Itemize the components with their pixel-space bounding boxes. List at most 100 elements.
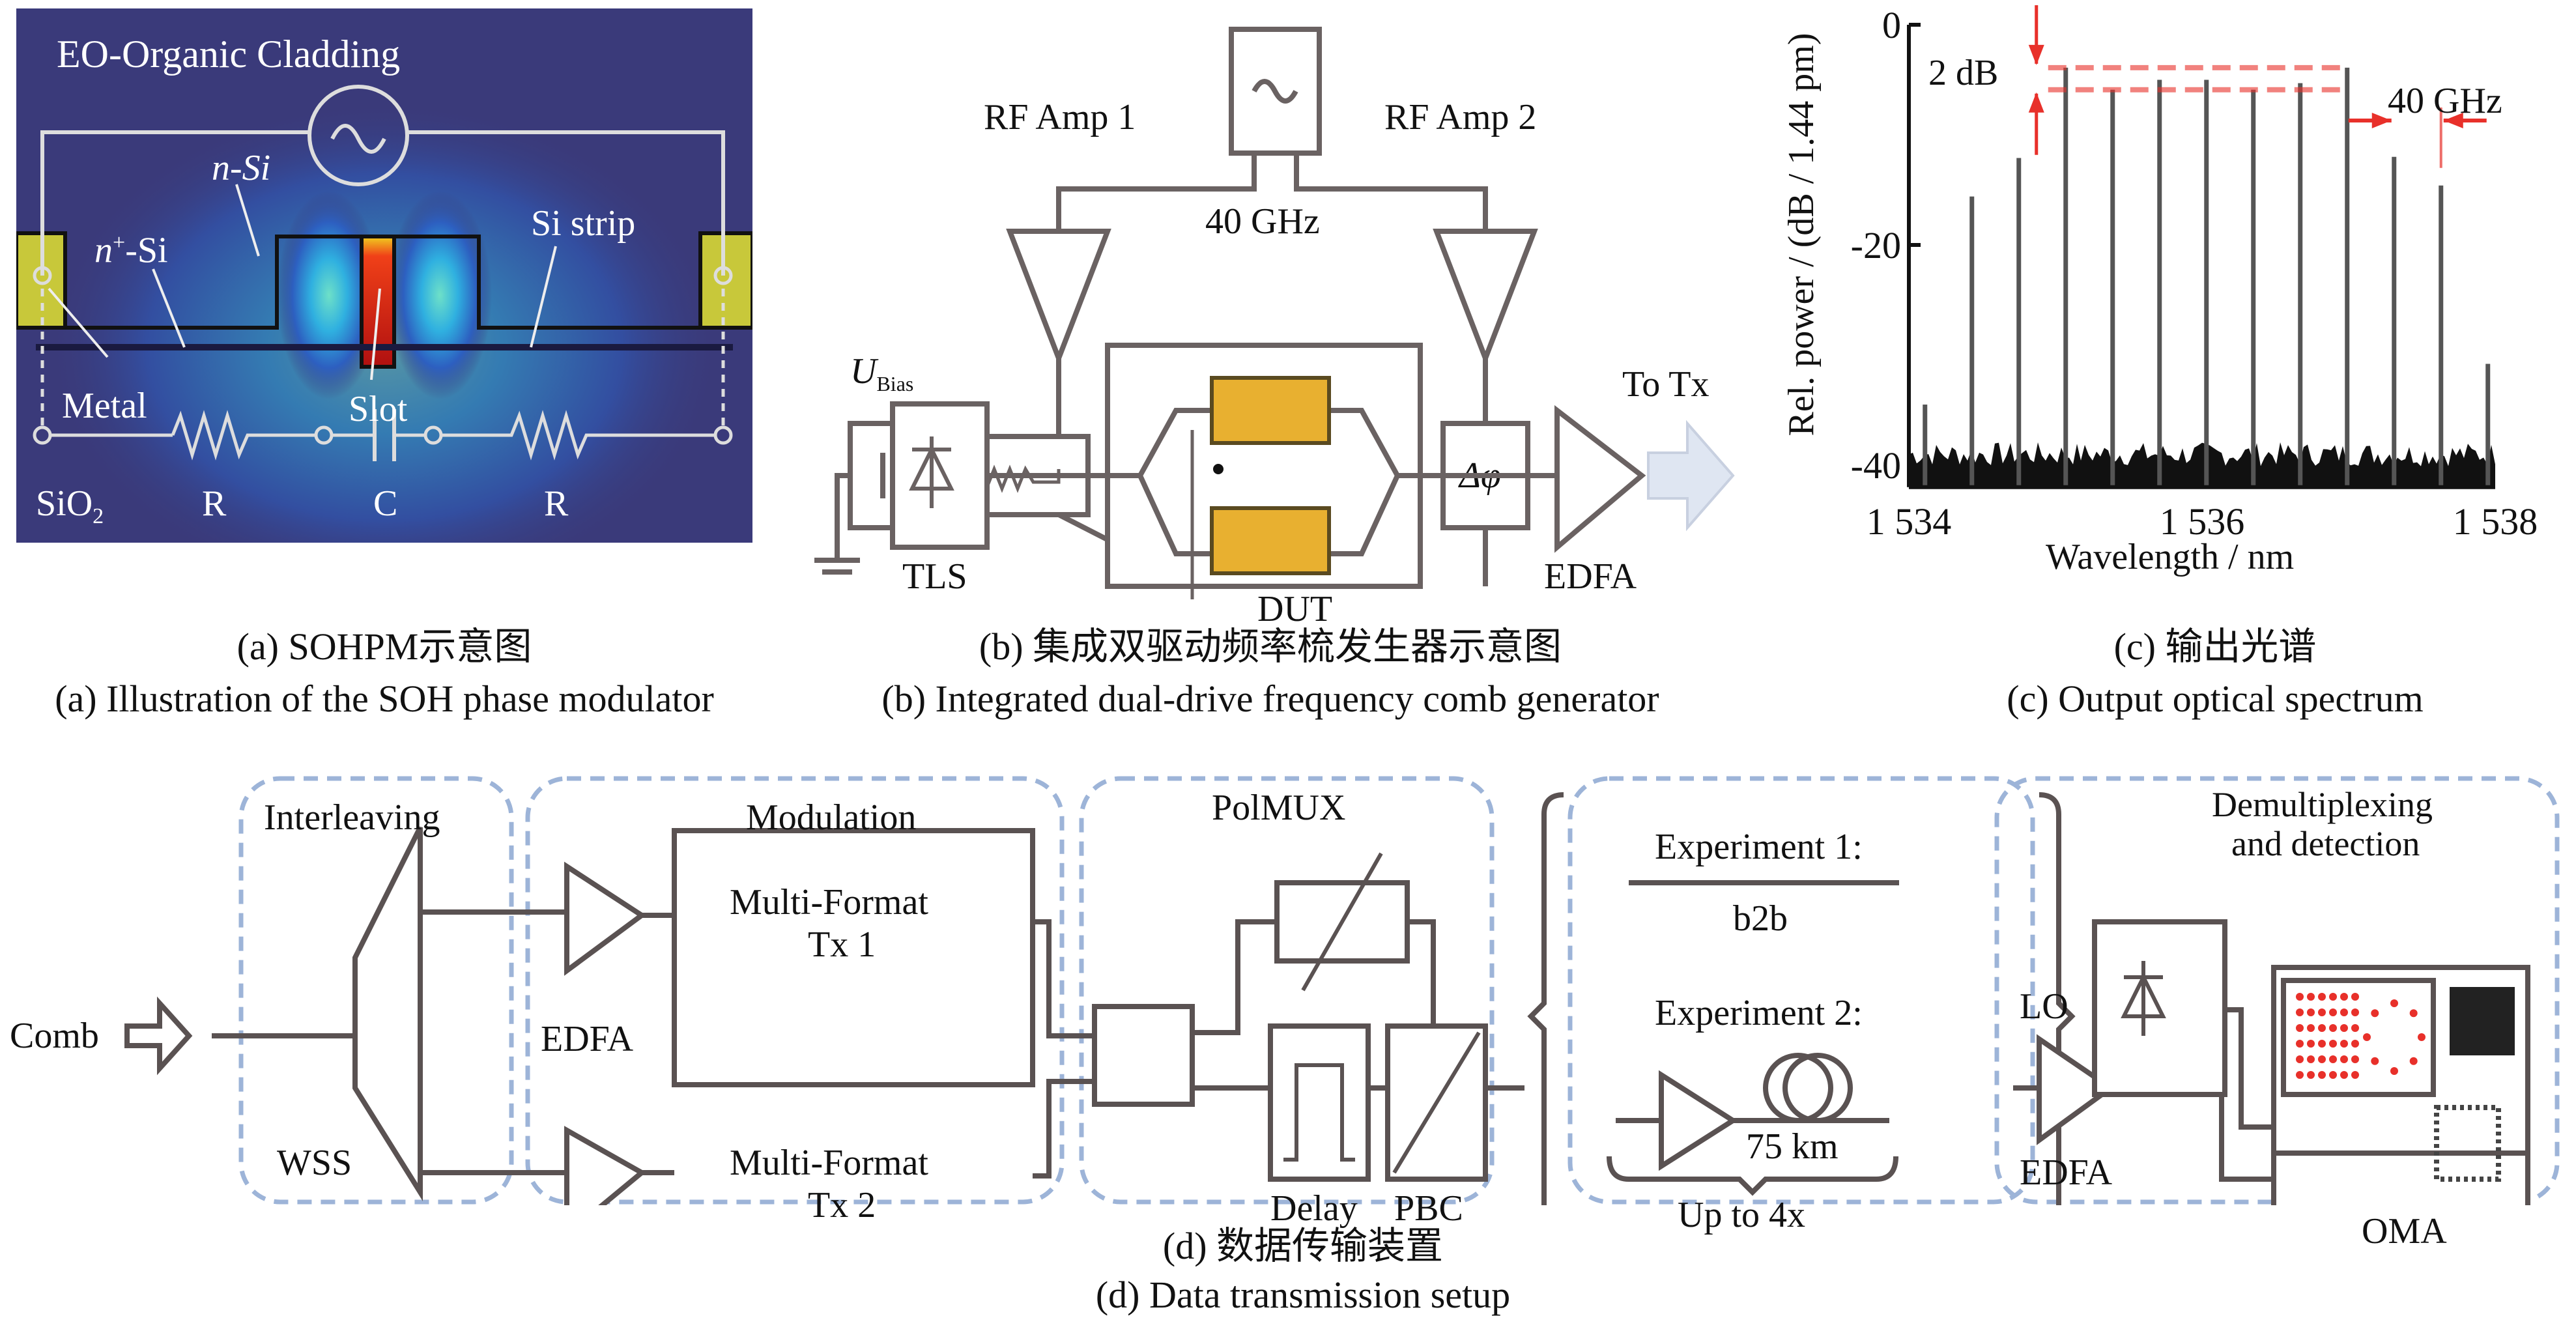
y-tick-label: -20 xyxy=(1851,224,1901,266)
y-tick-label: 0 xyxy=(1882,4,1901,46)
qam-point xyxy=(2351,1055,2359,1063)
group-label-interleaving: Interleaving xyxy=(264,797,440,838)
label-dut: DUT xyxy=(1257,589,1333,629)
qam-point xyxy=(2351,1024,2359,1032)
fiber-spool-inner-icon xyxy=(1782,1053,1853,1123)
caption-d-cn: (d) 数据传输装置 xyxy=(1162,1225,1444,1267)
node-left xyxy=(33,425,52,445)
label-si-strip: Si strip xyxy=(531,203,636,244)
label-tx2-line1: Multi-Format xyxy=(730,1143,928,1183)
qam-point xyxy=(2296,1071,2304,1079)
qam-point xyxy=(2307,1024,2315,1032)
ac-source-icon xyxy=(308,85,409,186)
psk-point xyxy=(2409,1009,2418,1018)
label-rf-amp-1: RF Amp 1 xyxy=(984,97,1136,137)
group-experiment xyxy=(1567,776,2035,1205)
n-si-rail-right xyxy=(394,235,713,330)
label-sio2-sub: 2 xyxy=(93,504,104,529)
pointer-si-strip xyxy=(530,246,557,348)
psk-point xyxy=(2371,1057,2379,1065)
qam-point xyxy=(2340,993,2348,1001)
qam-point xyxy=(2296,1008,2304,1016)
lo-laser-icon xyxy=(2121,961,2166,1036)
edfa-icon xyxy=(1554,405,1646,553)
qam-point xyxy=(2307,993,2315,1001)
label-comb: Comb xyxy=(10,1016,99,1056)
n-si-rail-left xyxy=(42,235,362,330)
qam-point xyxy=(2318,1008,2326,1016)
label-n-plus-base: n xyxy=(94,230,113,271)
label-lo: LO xyxy=(2020,986,2068,1027)
annotation-40ghz: 40 GHz xyxy=(2388,81,2502,121)
label-tls: TLS xyxy=(902,556,967,597)
node-right xyxy=(713,425,733,445)
field-lobe-right xyxy=(388,191,492,399)
edfa-to-oma xyxy=(2111,1085,2274,1182)
label-c: C xyxy=(373,483,398,524)
delay-pulse-icon xyxy=(1283,1063,1355,1162)
qam-point xyxy=(2329,1071,2337,1079)
electrode-1 xyxy=(1210,376,1331,445)
qam-point xyxy=(2329,1040,2337,1048)
group-polmux xyxy=(1079,776,1495,1205)
coupler-box xyxy=(1092,1004,1195,1107)
qam-point xyxy=(2296,1024,2304,1032)
pointer-metal xyxy=(48,287,109,358)
edfa-rx-icon xyxy=(2037,1034,2115,1145)
caption-c-en: (c) Output optical spectrum xyxy=(2007,678,2424,720)
y-axis-label: Rel. power / (dB / 1.44 pm) xyxy=(1781,33,1822,436)
qam-point xyxy=(2340,1024,2348,1032)
qam-point xyxy=(2351,1040,2359,1048)
span-repeat-brace xyxy=(1607,1156,1898,1196)
optical-path-diagram xyxy=(890,343,1735,599)
label-sio2: SiO2 xyxy=(36,484,104,536)
comb-arrow-icon xyxy=(124,996,193,1076)
qam-point xyxy=(2307,1040,2315,1048)
qam-point xyxy=(2340,1008,2348,1016)
left-brace xyxy=(1527,792,1564,1240)
x-tick-label: 1 538 xyxy=(2453,500,2538,543)
terminal-right xyxy=(713,266,733,285)
group-label-polmux: PolMUX xyxy=(1212,788,1346,828)
label-u-bias-sub: Bias xyxy=(876,372,914,396)
psk-point xyxy=(2390,1067,2398,1075)
qam-point xyxy=(2329,1055,2337,1063)
qam-point xyxy=(2307,1008,2315,1016)
qam-point xyxy=(2329,993,2337,1001)
delay-box xyxy=(1268,1023,1371,1182)
caption-c-cn: (c) 输出光谱 xyxy=(2113,625,2317,668)
y-tick-label: -40 xyxy=(1851,444,1901,487)
flatness-arrowhead-bottom xyxy=(2028,92,2044,113)
attenuator-to-pbc xyxy=(1407,919,1436,1026)
pointer-n-si xyxy=(235,184,260,257)
edfa-mod-2-icon xyxy=(564,1126,647,1240)
label-tx1-line1: Multi-Format xyxy=(730,882,928,922)
label-wss: WSS xyxy=(277,1143,352,1183)
electrode-3 xyxy=(1210,506,1331,575)
qam-point xyxy=(2296,1055,2304,1063)
group-demux xyxy=(1994,776,2560,1205)
rf-amp-1-icon xyxy=(1006,229,1111,366)
label-edfa-mod: EDFA xyxy=(541,1019,634,1059)
qam-point xyxy=(2340,1040,2348,1048)
tls-box xyxy=(890,401,990,550)
label-tx1-line2: Tx 1 xyxy=(808,924,876,965)
qam-point xyxy=(2351,1071,2359,1079)
label-eo-organic-cladding: EO-Organic Cladding xyxy=(57,33,401,76)
flatness-arrowhead-top xyxy=(2028,44,2044,65)
coupler-to-attenuator xyxy=(1192,919,1277,1035)
qam-point xyxy=(2329,1024,2337,1032)
label-u-bias-main: U xyxy=(850,351,877,392)
group-label-demux-2: and detection xyxy=(2231,824,2420,863)
top-wire-left xyxy=(40,130,309,276)
annotations xyxy=(2028,5,2487,168)
rf-wire-right xyxy=(1294,153,1488,231)
metal-pad-right xyxy=(698,231,754,330)
label-b2b: b2b xyxy=(1733,898,1788,939)
psk-point xyxy=(2409,1057,2418,1065)
noise-floor xyxy=(1909,442,2495,487)
qam-point xyxy=(2307,1071,2315,1079)
inline-amplifier-icon xyxy=(1659,1070,1738,1171)
